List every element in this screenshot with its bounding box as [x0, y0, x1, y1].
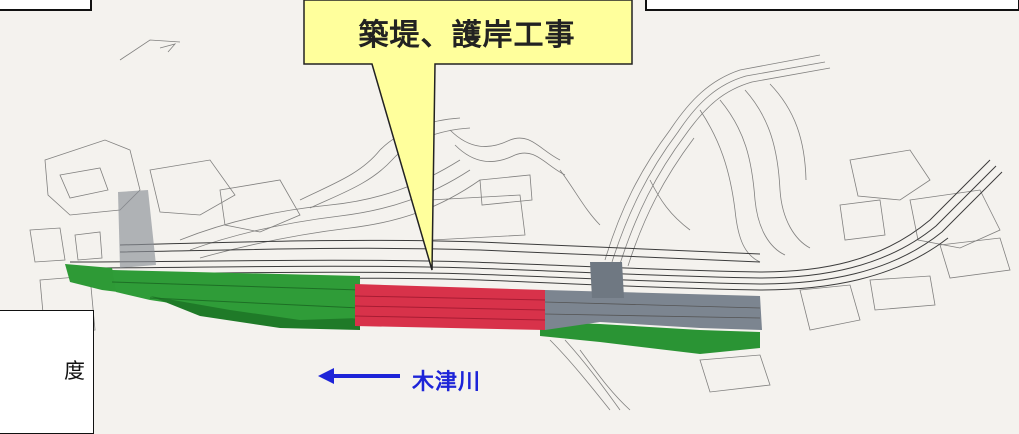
fiscal-year-box: 度 — [0, 310, 94, 434]
callout-title: 築堤、護岸工事 — [358, 18, 576, 53]
map-linework — [29, 39, 1011, 411]
top-right-frame — [645, 0, 1019, 11]
current-work-area — [354, 284, 546, 330]
flow-arrow — [318, 368, 400, 384]
fiscal-year-text: 度 — [64, 359, 85, 383]
planned-area-upper-left — [118, 190, 156, 268]
planned-area-right — [544, 262, 762, 330]
embankment-lines — [69, 159, 1003, 291]
completed-bank — [65, 264, 760, 354]
top-left-frame — [0, 0, 92, 11]
river-name-label: 木津川 — [412, 370, 482, 395]
callout-bubble — [303, 0, 633, 271]
